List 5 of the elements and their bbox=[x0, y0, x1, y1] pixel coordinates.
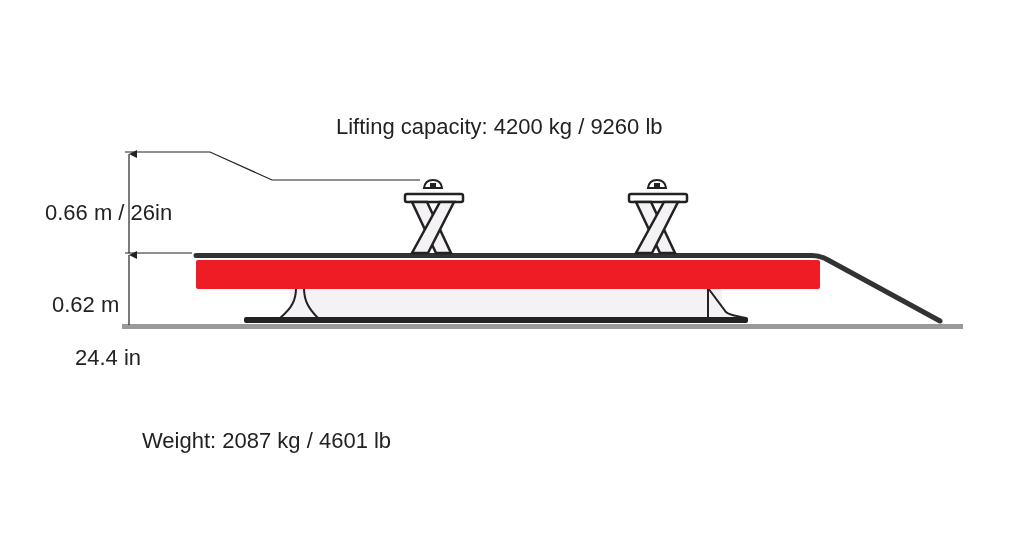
capacity-label: Lifting capacity: 4200 kg / 9260 lb bbox=[336, 116, 663, 138]
height-dimension-label: 0.62 m bbox=[52, 294, 120, 316]
weight-label: Weight: 2087 kg / 4601 lb bbox=[142, 430, 392, 452]
height-dimension-label: 0.66 m / 26in bbox=[45, 202, 173, 224]
height-dimension-label: 24.4 in bbox=[75, 347, 142, 369]
